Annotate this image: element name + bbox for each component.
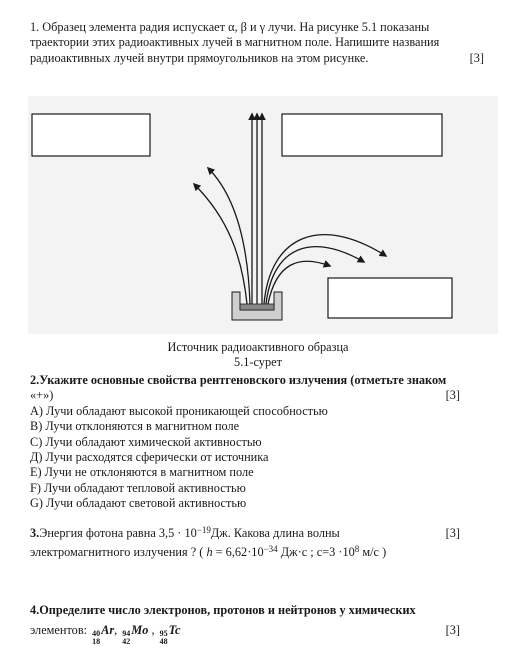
question-3-line-2: электромагнитного излучения ? ( h = 6,62…: [30, 544, 387, 560]
figure-caption-number: 5.1-сурет: [234, 355, 282, 369]
answer-box-bottom-right[interactable]: [327, 277, 453, 319]
alpha-ray-1: [206, 166, 251, 305]
source-container: [231, 291, 283, 321]
question-2-points: [3]: [445, 388, 460, 403]
beta-ray-2: [265, 246, 366, 305]
option-d[interactable]: Д) Лучи расходятся сферически от источни…: [30, 450, 269, 465]
alpha-ray-2: [192, 182, 248, 305]
question-4-title: 4.Определите число электронов, протонов …: [30, 603, 416, 617]
question-3: 3.Энергия фотона равна 3,5 · 10−19Дж. Ка…: [30, 526, 500, 561]
question-2-title-line-1: 2.Укажите основные свойства рентгеновско…: [30, 373, 447, 387]
question-1: 1. Образец элемента радия испускает α, β…: [30, 20, 500, 66]
option-e[interactable]: E) Лучи не отклоняются в магнитном поле: [30, 465, 254, 480]
question-1-points: [3]: [469, 50, 484, 65]
question-2: 2.Укажите основные свойства рентгеновско…: [30, 373, 500, 512]
question-1-line-1: 1. Образец элемента радия испускает α, β…: [30, 20, 430, 34]
question-4-points: [3]: [445, 623, 460, 638]
option-a[interactable]: A) Лучи обладают высокой проникающей спо…: [30, 403, 328, 418]
option-f[interactable]: F) Лучи обладают тепловой активностью: [30, 480, 246, 495]
question-1-line-3: радиоактивных лучей внутри прямоугольник…: [30, 50, 484, 65]
question-1-line-2: траектории этих радиоактивных лучей в ма…: [30, 35, 440, 50]
beta-ray-1: [263, 234, 388, 305]
option-c[interactable]: C) Лучи обладают химической активностью: [30, 434, 262, 449]
question-2-title-line-2: «+»)[3]: [30, 388, 460, 403]
option-b[interactable]: B) Лучи отклоняются в магнитном поле: [30, 419, 240, 434]
radiation-trajectory-diagram: [31, 112, 453, 321]
radioactive-sample: [239, 303, 275, 311]
figure-5-1: [28, 96, 498, 334]
answer-box-top-right[interactable]: [281, 113, 443, 157]
question-3-points: [3]: [445, 526, 460, 540]
question-3-line-1: 3.Энергия фотона равна 3,5 · 10−19Дж. Ка…: [30, 525, 460, 541]
answer-box-left[interactable]: [31, 113, 151, 157]
figure-caption-source: Источник радиоактивного образца: [167, 340, 349, 354]
option-g[interactable]: G) Лучи обладают световой активностью: [30, 496, 247, 511]
beta-ray-3: [267, 260, 332, 305]
question-4: 4.Определите число электронов, протонов …: [30, 603, 500, 646]
